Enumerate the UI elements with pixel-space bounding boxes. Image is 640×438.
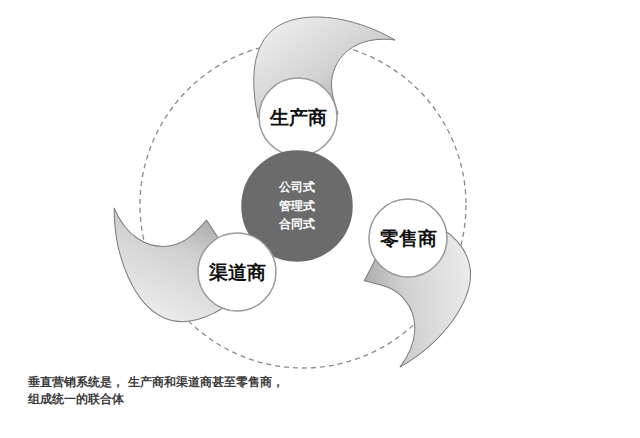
circle-shape	[369, 199, 447, 277]
node-label: 生产商	[270, 106, 327, 129]
node-label: 公司式 管理式 合同式	[277, 178, 317, 234]
swirl-blade	[332, 206, 490, 379]
circle-shape	[198, 233, 276, 311]
retailer-circle: 零售商	[368, 198, 448, 278]
producer-circle: 生产商	[258, 77, 338, 157]
circle-shape	[259, 78, 337, 156]
node-label: 渠道商	[209, 261, 266, 284]
node-label: 零售商	[380, 227, 437, 250]
caption: 垂直营销系统是， 生产商和渠道商甚至零售商，组成统一的联合体	[28, 374, 318, 408]
channel-circle: 渠道商	[197, 232, 277, 312]
